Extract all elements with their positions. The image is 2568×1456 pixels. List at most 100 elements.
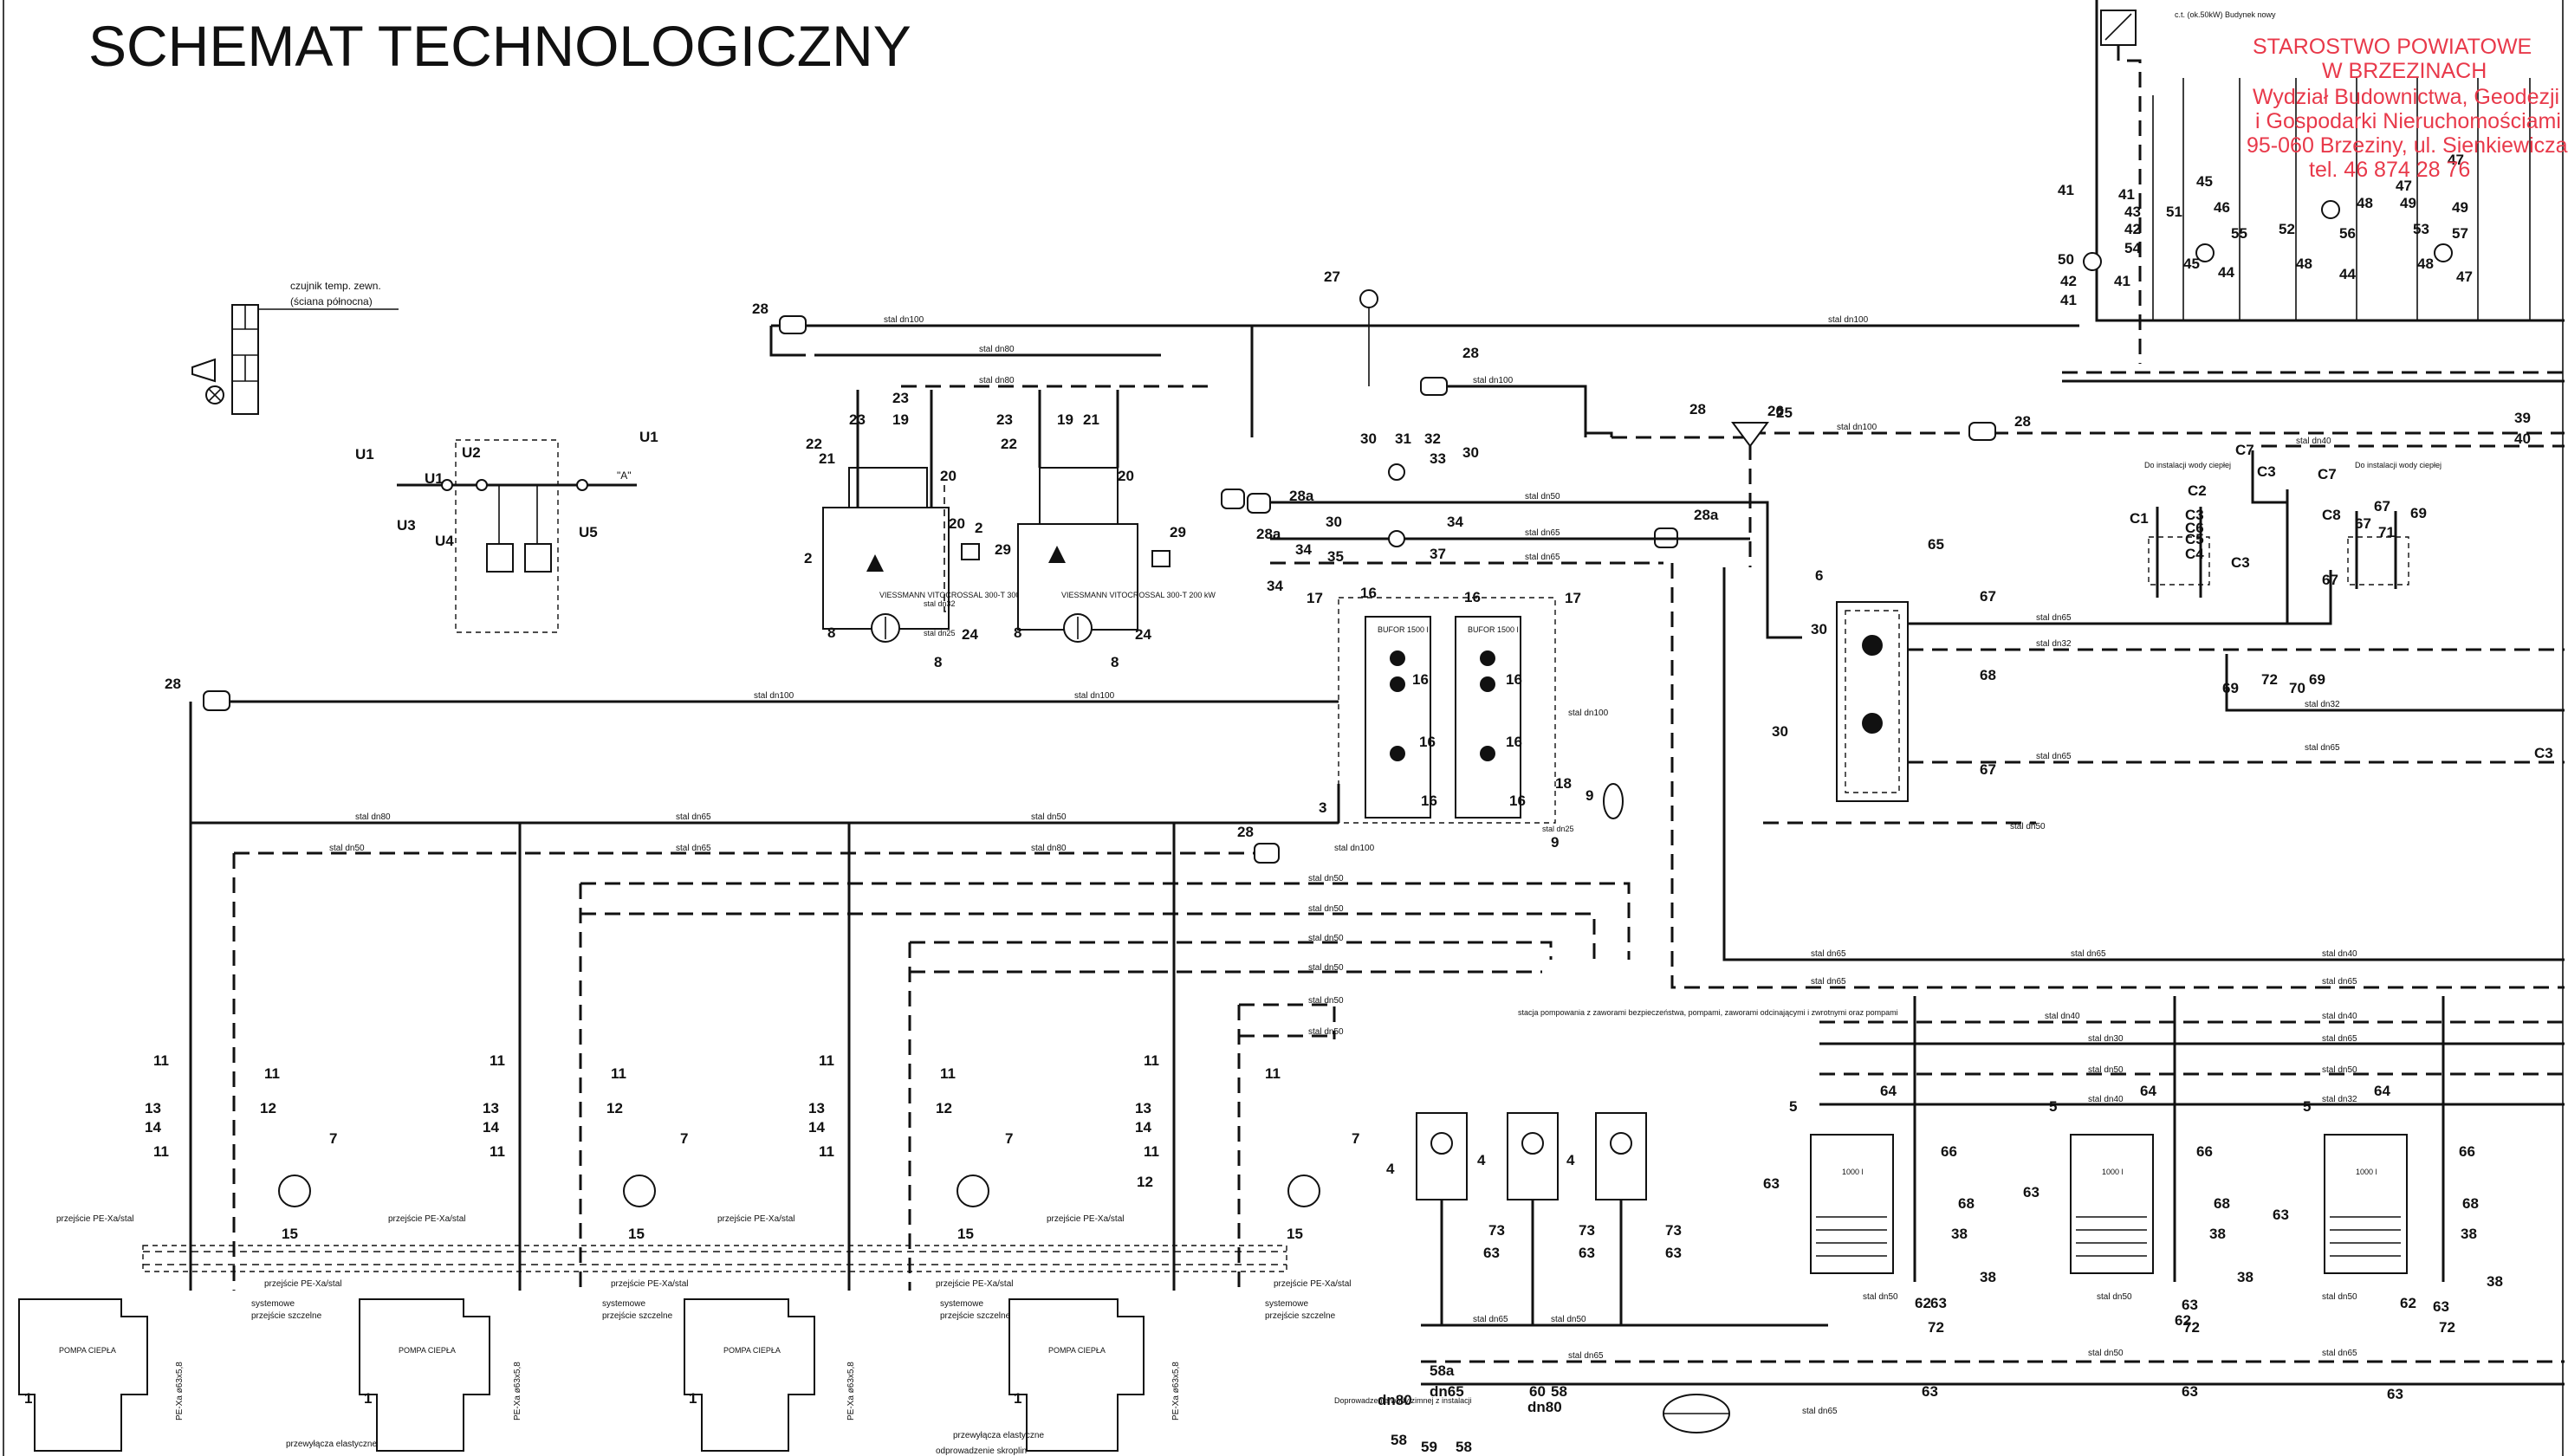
svg-text:30: 30 <box>1772 723 1788 740</box>
svg-text:stal dn65: stal dn65 <box>2322 977 2357 987</box>
svg-text:72: 72 <box>1928 1319 1944 1336</box>
svg-text:C6: C6 <box>2185 520 2204 536</box>
svg-text:C5: C5 <box>2185 531 2204 547</box>
svg-text:Doprowadzenie wody zimnej z in: Doprowadzenie wody zimnej z instalacji <box>1334 1396 1472 1405</box>
svg-text:41: 41 <box>2058 182 2074 198</box>
svg-text:11: 11 <box>1144 1143 1159 1160</box>
svg-text:13: 13 <box>1135 1100 1151 1116</box>
svg-text:38: 38 <box>2487 1273 2503 1290</box>
svg-text:17: 17 <box>1565 590 1581 606</box>
svg-text:41: 41 <box>2118 186 2135 203</box>
svg-text:1000 l: 1000 l <box>2102 1168 2124 1176</box>
svg-text:PE-Xa ø63x5,8: PE-Xa ø63x5,8 <box>846 1362 856 1420</box>
svg-text:BUFOR 1500 l: BUFOR 1500 l <box>1468 625 1519 634</box>
svg-text:27: 27 <box>1324 269 1340 285</box>
svg-text:44: 44 <box>2339 266 2356 282</box>
svg-text:2: 2 <box>804 550 812 566</box>
svg-text:POMPA CIEPŁA: POMPA CIEPŁA <box>59 1346 116 1355</box>
air-vent-icon <box>1247 493 1271 514</box>
svg-text:1: 1 <box>689 1390 697 1407</box>
water-meter-tank-icon <box>486 543 514 573</box>
svg-text:PE-Xa ø63x5,8: PE-Xa ø63x5,8 <box>175 1362 185 1420</box>
svg-text:48: 48 <box>2417 256 2434 272</box>
svg-text:stal dn40: stal dn40 <box>2045 1012 2080 1021</box>
svg-text:przejście szczelne: przejście szczelne <box>602 1311 673 1321</box>
svg-text:stal dn50: stal dn50 <box>1308 934 1344 943</box>
svg-text:8: 8 <box>934 654 942 670</box>
air-vent-icon <box>779 315 807 334</box>
svg-text:73: 73 <box>1488 1222 1505 1239</box>
boiler-2: VIESSMANN VITOCROSSAL 300-T 200 kW 2 8 8… <box>975 390 1216 670</box>
flame-icon <box>866 554 884 572</box>
motor-valve-icon <box>2195 243 2215 262</box>
svg-text:U1: U1 <box>425 470 444 487</box>
svg-text:69: 69 <box>2309 671 2325 688</box>
svg-text:20: 20 <box>1118 468 1134 484</box>
water-connection-detail: U1 U1 U2 U3 U4 U5 U1 "A" <box>355 429 658 633</box>
svg-text:45: 45 <box>2196 173 2213 190</box>
svg-text:U5: U5 <box>579 524 598 540</box>
svg-text:stal dn32: stal dn32 <box>2305 700 2340 709</box>
svg-text:11: 11 <box>819 1052 834 1069</box>
svg-text:C8: C8 <box>2322 507 2341 523</box>
svg-text:60: 60 <box>1529 1383 1546 1400</box>
svg-text:29: 29 <box>1170 524 1186 540</box>
svg-text:systemowe: systemowe <box>940 1299 983 1309</box>
svg-text:24: 24 <box>1135 626 1151 643</box>
valve-icon <box>576 479 588 491</box>
svg-text:stal dn50: stal dn50 <box>1308 904 1344 914</box>
svg-text:14: 14 <box>483 1119 499 1136</box>
svg-text:przejście PE-Xa/stal: przejście PE-Xa/stal <box>936 1279 1013 1289</box>
svg-text:16: 16 <box>1509 793 1526 809</box>
expansion-box <box>1151 550 1171 567</box>
svg-text:28: 28 <box>1237 824 1254 840</box>
svg-text:29: 29 <box>995 541 1011 558</box>
svg-text:30: 30 <box>1326 514 1342 530</box>
outdoor-sensor: czujnik temp. zewn. (ściana północna) <box>191 280 399 415</box>
svg-text:28: 28 <box>165 676 181 692</box>
svg-text:stal dn100: stal dn100 <box>1473 376 1514 385</box>
dhw-tank-1 <box>1810 1134 1894 1274</box>
svg-text:dn80: dn80 <box>1378 1392 1412 1408</box>
svg-text:C7: C7 <box>2318 466 2337 482</box>
page-title: SCHEMAT TECHNOLOGICZNY <box>88 14 911 78</box>
svg-text:2: 2 <box>975 520 982 536</box>
air-vent-icon <box>1221 489 1245 509</box>
svg-text:28: 28 <box>752 301 768 317</box>
svg-text:33: 33 <box>1430 450 1446 467</box>
svg-text:11: 11 <box>1265 1065 1281 1082</box>
svg-text:16: 16 <box>1412 671 1429 688</box>
svg-text:16: 16 <box>1506 734 1522 750</box>
existing-building-risers: c.t. (ok.50kW) Budynek nowy 41 50 42 41 … <box>2058 0 2565 383</box>
expansion-box <box>961 543 980 560</box>
svg-text:53: 53 <box>2413 221 2429 237</box>
svg-text:13: 13 <box>145 1100 161 1116</box>
svg-text:stal dn80: stal dn80 <box>355 812 391 822</box>
svg-text:stal dn50: stal dn50 <box>2088 1065 2124 1075</box>
svg-text:14: 14 <box>808 1119 825 1136</box>
svg-text:C3: C3 <box>2534 745 2553 761</box>
svg-text:stal dn25: stal dn25 <box>924 629 956 637</box>
svg-text:POMPA CIEPŁA: POMPA CIEPŁA <box>399 1346 456 1355</box>
buffer-tank-2 <box>1455 616 1521 819</box>
svg-text:66: 66 <box>2459 1143 2475 1160</box>
svg-text:STAROSTWO POWIATOWE: STAROSTWO POWIATOWE <box>2253 35 2532 59</box>
svg-text:63: 63 <box>1930 1295 1947 1311</box>
boiler-body <box>822 507 950 630</box>
svg-text:11: 11 <box>940 1065 956 1082</box>
svg-text:stal dn50: stal dn50 <box>1308 1027 1344 1037</box>
svg-text:34: 34 <box>1267 578 1283 594</box>
svg-text:16: 16 <box>1464 589 1481 605</box>
air-vent-icon <box>1420 377 1448 396</box>
svg-text:24: 24 <box>962 626 978 643</box>
dhw-tanks: 1000 l 1000 l 1000 l 5 5 5 64 64 64 66 6… <box>1670 563 2565 1402</box>
svg-text:12: 12 <box>606 1100 623 1116</box>
svg-text:7: 7 <box>680 1130 688 1147</box>
svg-text:stal dn80: stal dn80 <box>979 376 1015 385</box>
svg-text:63: 63 <box>1483 1245 1500 1261</box>
svg-text:6: 6 <box>1815 567 1823 584</box>
buffer-tanks: BUFOR 1500 l BUFOR 1500 l 16 16 16 16 16… <box>1307 585 1624 851</box>
svg-text:42: 42 <box>2060 273 2077 289</box>
svg-text:58: 58 <box>1456 1439 1472 1455</box>
